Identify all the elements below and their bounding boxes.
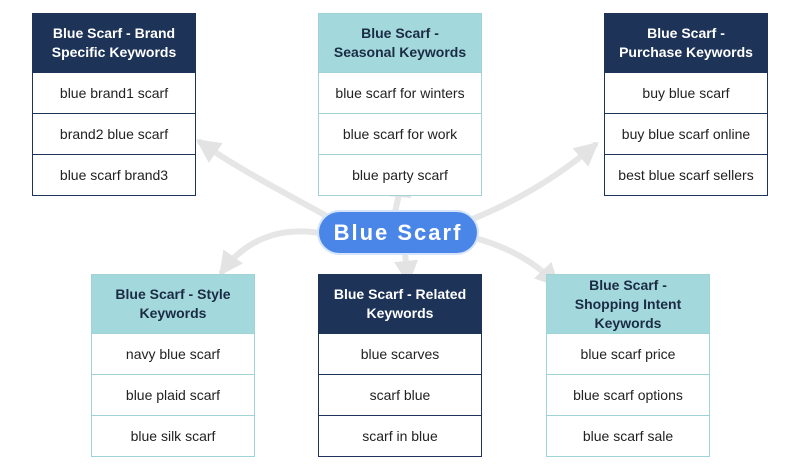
keyword-item: blue scarf options	[547, 374, 709, 415]
card-title: Blue Scarf - Shopping Intent Keywords	[547, 275, 709, 333]
keyword-item: blue scarf for winters	[319, 72, 481, 113]
card-title: Blue Scarf - Seasonal Keywords	[319, 14, 481, 72]
keyword-item: blue scarf price	[547, 333, 709, 374]
keyword-item: blue scarf sale	[547, 415, 709, 456]
card-title: Blue Scarf - Style Keywords	[92, 275, 254, 333]
keyword-item: blue scarves	[319, 333, 481, 374]
card-purchase-keywords: Blue Scarf - Purchase Keywords buy blue …	[604, 13, 768, 196]
card-title: Blue Scarf - Purchase Keywords	[605, 14, 767, 72]
keyword-item: best blue scarf sellers	[605, 154, 767, 195]
card-title: Blue Scarf - Related Keywords	[319, 275, 481, 333]
keyword-item: navy blue scarf	[92, 333, 254, 374]
keyword-item: blue brand1 scarf	[33, 72, 195, 113]
card-brand-keywords: Blue Scarf - Brand Specific Keywords blu…	[32, 13, 196, 196]
arrow-to-style	[219, 228, 328, 276]
arrow-to-shopping	[472, 235, 560, 288]
keyword-item: buy blue scarf online	[605, 113, 767, 154]
card-seasonal-keywords: Blue Scarf - Seasonal Keywords blue scar…	[318, 13, 482, 196]
card-shopping-intent-keywords: Blue Scarf - Shopping Intent Keywords bl…	[546, 274, 710, 457]
card-title: Blue Scarf - Brand Specific Keywords	[33, 14, 195, 72]
arrow-to-brand	[196, 139, 333, 221]
card-related-keywords: Blue Scarf - Related Keywords blue scarv…	[318, 274, 482, 457]
keyword-item: buy blue scarf	[605, 72, 767, 113]
keyword-item: blue silk scarf	[92, 415, 254, 456]
keyword-item: scarf in blue	[319, 415, 481, 456]
center-topic-pill: Blue Scarf	[319, 212, 477, 253]
card-style-keywords: Blue Scarf - Style Keywords navy blue sc…	[91, 274, 255, 457]
keyword-item: blue scarf for work	[319, 113, 481, 154]
keyword-item: blue scarf brand3	[33, 154, 195, 195]
keyword-item: scarf blue	[319, 374, 481, 415]
keyword-item: blue plaid scarf	[92, 374, 254, 415]
keyword-item: brand2 blue scarf	[33, 113, 195, 154]
arrow-to-purchase	[467, 141, 599, 223]
keyword-item: blue party scarf	[319, 154, 481, 195]
